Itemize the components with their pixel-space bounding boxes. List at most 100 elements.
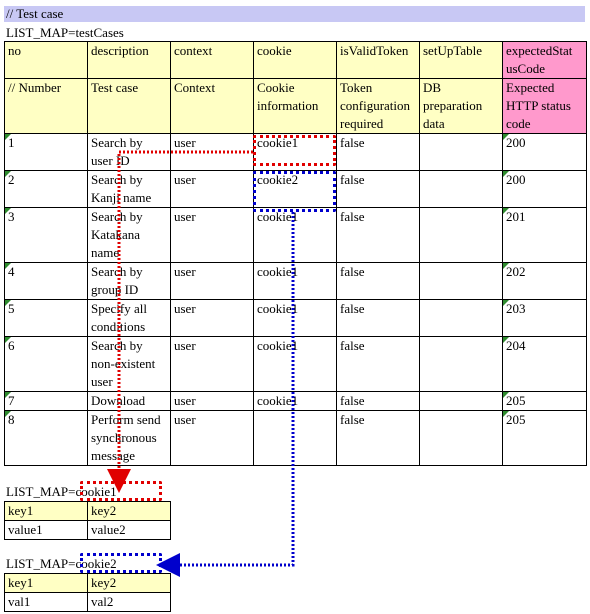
cell-setUpTable[interactable] (419, 133, 503, 171)
cell-cookie[interactable]: cookie1 (253, 299, 337, 337)
cell-no[interactable]: 1 (4, 133, 88, 171)
cell-description[interactable]: Specify all conditions (87, 299, 171, 337)
cookie2-header-key1: key1 (4, 573, 88, 593)
cookie2-header-key2: key2 (87, 573, 171, 593)
cookie2-val1: val1 (4, 592, 88, 612)
cell-note-marker (5, 171, 11, 177)
cell-context[interactable]: user (170, 410, 254, 466)
cookie1-label-highlight-box (80, 481, 162, 501)
cell-setUpTable[interactable] (419, 207, 503, 263)
cell-no[interactable]: 8 (4, 410, 88, 466)
cell-context[interactable]: user (170, 133, 254, 171)
cell-expected[interactable]: 202 (502, 262, 587, 300)
cookie1-highlight-box (253, 135, 336, 166)
cell-note-marker (5, 263, 11, 269)
cell-no[interactable]: 2 (4, 170, 88, 208)
comment-line: // Test case (4, 6, 585, 22)
cell-expected[interactable]: 200 (502, 133, 587, 171)
cookie1-value1: value1 (4, 520, 88, 540)
cell-context[interactable]: user (170, 336, 254, 392)
cell-isValidToken[interactable]: false (336, 262, 420, 300)
column-header-context: context (170, 41, 254, 79)
cell-note-marker (5, 411, 11, 417)
cell-note-marker (503, 208, 509, 214)
cell-description[interactable]: Search by user ID (87, 133, 171, 171)
cell-description[interactable]: Perform send synchronous message (87, 410, 171, 466)
cell-setUpTable[interactable] (419, 336, 503, 392)
cell-expected[interactable]: 204 (502, 336, 587, 392)
column-header-isValidToken: isValidToken (336, 41, 420, 79)
cell-no[interactable]: 6 (4, 336, 88, 392)
cell-note-marker (5, 337, 11, 343)
cell-isValidToken[interactable]: false (336, 299, 420, 337)
cell-context[interactable]: user (170, 207, 254, 263)
cell-description[interactable]: Download (87, 391, 171, 411)
cell-no[interactable]: 7 (4, 391, 88, 411)
cell-setUpTable[interactable] (419, 299, 503, 337)
cell-note-marker (503, 337, 509, 343)
cell-no[interactable]: 4 (4, 262, 88, 300)
cell-no[interactable]: 3 (4, 207, 88, 263)
column-description-expectedStatusCode: Expected HTTP status code (502, 78, 587, 134)
column-header-setUpTable: setUpTable (419, 41, 503, 79)
cell-context[interactable]: user (170, 170, 254, 208)
cell-note-marker (5, 208, 11, 214)
cell-description[interactable]: Search by Katakana name (87, 207, 171, 263)
cell-expected[interactable]: 200 (502, 170, 587, 208)
cell-expected[interactable]: 205 (502, 391, 587, 411)
cookie1-map-label: LIST_MAP=cookie1 (6, 484, 117, 500)
column-description-cookie: Cookie information (253, 78, 337, 134)
cell-description[interactable]: Search by group ID (87, 262, 171, 300)
cell-setUpTable[interactable] (419, 262, 503, 300)
cell-cookie[interactable] (253, 410, 337, 466)
column-header-expectedStatusCode: expectedStat usCode (502, 41, 587, 79)
cell-expected[interactable]: 201 (502, 207, 587, 263)
cookie2-val2: val2 (87, 592, 171, 612)
cell-isValidToken[interactable]: false (336, 391, 420, 411)
cell-description[interactable]: Search by Kanji name (87, 170, 171, 208)
cell-isValidToken[interactable]: false (336, 336, 420, 392)
cell-expected[interactable]: 205 (502, 410, 587, 466)
cookie1-map-name: cookie1 (75, 484, 117, 499)
cell-cookie[interactable]: cookie2 (253, 170, 337, 208)
cell-cookie[interactable]: cookie1 (253, 207, 337, 263)
cell-setUpTable[interactable] (419, 391, 503, 411)
cell-note-marker (503, 411, 509, 417)
cell-description[interactable]: Search by non-existent user (87, 336, 171, 392)
cell-isValidToken[interactable]: false (336, 207, 420, 263)
cookie2-highlight-box (253, 171, 336, 212)
cell-expected[interactable]: 203 (502, 299, 587, 337)
cell-cookie[interactable]: cookie1 (253, 391, 337, 411)
cell-cookie[interactable]: cookie1 (253, 336, 337, 392)
cell-context[interactable]: user (170, 391, 254, 411)
cell-cookie[interactable]: cookie1 (253, 262, 337, 300)
column-header-description: description (87, 41, 171, 79)
cell-note-marker (5, 392, 11, 398)
cell-context[interactable]: user (170, 299, 254, 337)
cell-isValidToken[interactable]: false (336, 133, 420, 171)
column-description-description: Test case (87, 78, 171, 134)
cell-context[interactable]: user (170, 262, 254, 300)
cookie1-header-key1: key1 (4, 501, 88, 521)
cell-setUpTable[interactable] (419, 170, 503, 208)
column-header-no: no (4, 41, 88, 79)
cookie1-table: key1 key2 value1 value2 (4, 501, 171, 540)
cell-note-marker (5, 134, 11, 140)
cookie1-value2: value2 (87, 520, 171, 540)
cell-note-marker (503, 134, 509, 140)
column-description-context: Context (170, 78, 254, 134)
cookie1-map-prefix: LIST_MAP= (6, 484, 76, 499)
cell-isValidToken[interactable]: false (336, 170, 420, 208)
cell-no[interactable]: 5 (4, 299, 88, 337)
cookie2-map-prefix: LIST_MAP= (6, 556, 76, 571)
cell-setUpTable[interactable] (419, 410, 503, 466)
cookie2-map-label: LIST_MAP=cookie2 (6, 556, 117, 572)
cell-isValidToken[interactable]: false (336, 410, 420, 466)
column-header-cookie: cookie (253, 41, 337, 79)
